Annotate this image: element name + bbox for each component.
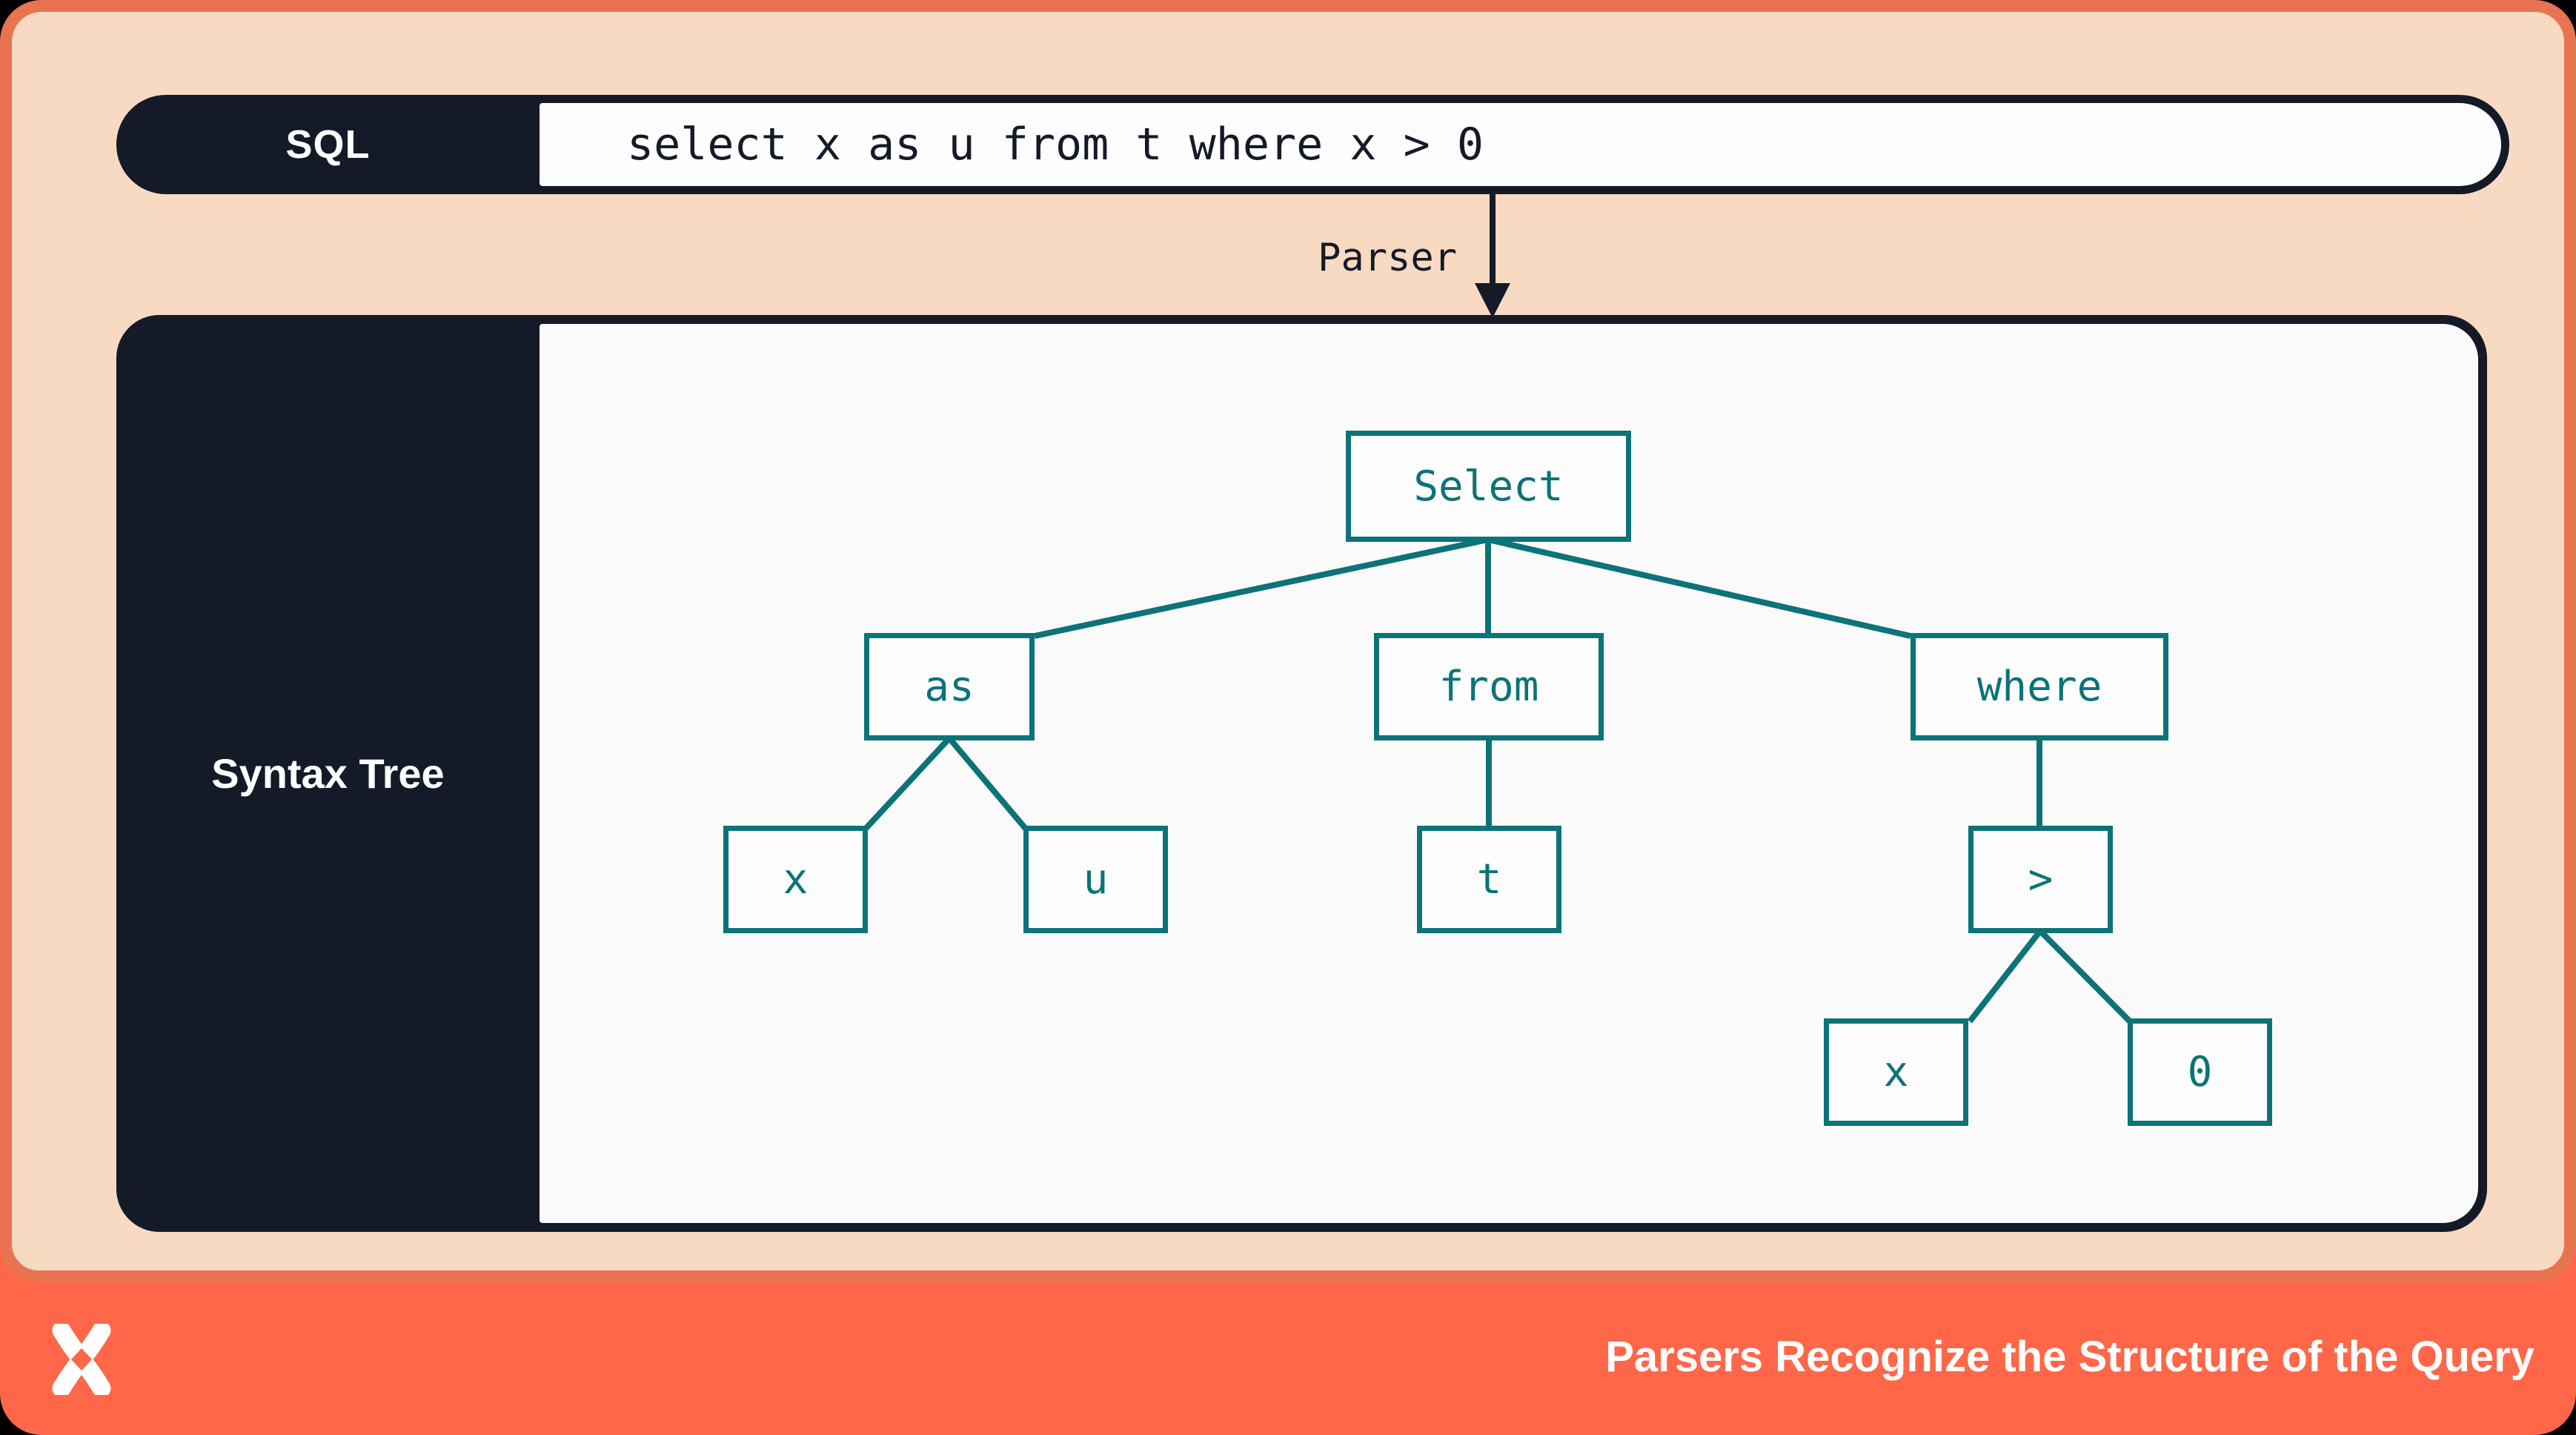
tree-node-from: from [1374, 633, 1604, 740]
tree-node-x: x [723, 826, 868, 933]
tree-node-label: u [1083, 855, 1109, 904]
tree-node-greater-than: > [1968, 826, 2113, 933]
slide-content-area: select x as u from t where x > 0 SQL Par… [0, 0, 2576, 1282]
tree-node-label: t [1476, 855, 1502, 904]
tree-node-label: Select [1413, 462, 1564, 511]
tree-node-select: Select [1346, 431, 1631, 542]
tree-node-zero: 0 [2128, 1018, 2272, 1126]
sql-query-text: select x as u from t where x > 0 [627, 119, 1484, 170]
sql-bar: select x as u from t where x > 0 SQL [116, 95, 2509, 194]
footer-caption: Parsers Recognize the Structure of the Q… [1605, 1333, 2534, 1381]
sql-query-field: select x as u from t where x > 0 [540, 103, 2501, 186]
tree-node-label: 0 [2187, 1048, 2213, 1096]
tree-node-label: as [924, 663, 975, 711]
tree-node-t: t [1417, 826, 1561, 933]
x-logo-icon [52, 1324, 111, 1395]
tree-node-x-operand: x [1824, 1018, 1968, 1126]
syntax-tree-panel-label: Syntax Tree [211, 750, 445, 797]
tree-node-label: x [1883, 1048, 1909, 1096]
sql-bar-label: SQL [285, 122, 371, 167]
tree-node-where: where [1911, 633, 2168, 740]
tree-node-label: > [2028, 855, 2054, 904]
tree-node-label: x [783, 855, 809, 904]
tree-node-u: u [1023, 826, 1168, 933]
tree-node-label: from [1438, 663, 1539, 711]
tree-node-label: where [1976, 663, 2102, 711]
parser-label: Parser [1318, 236, 1457, 280]
tree-node-as: as [864, 633, 1035, 740]
